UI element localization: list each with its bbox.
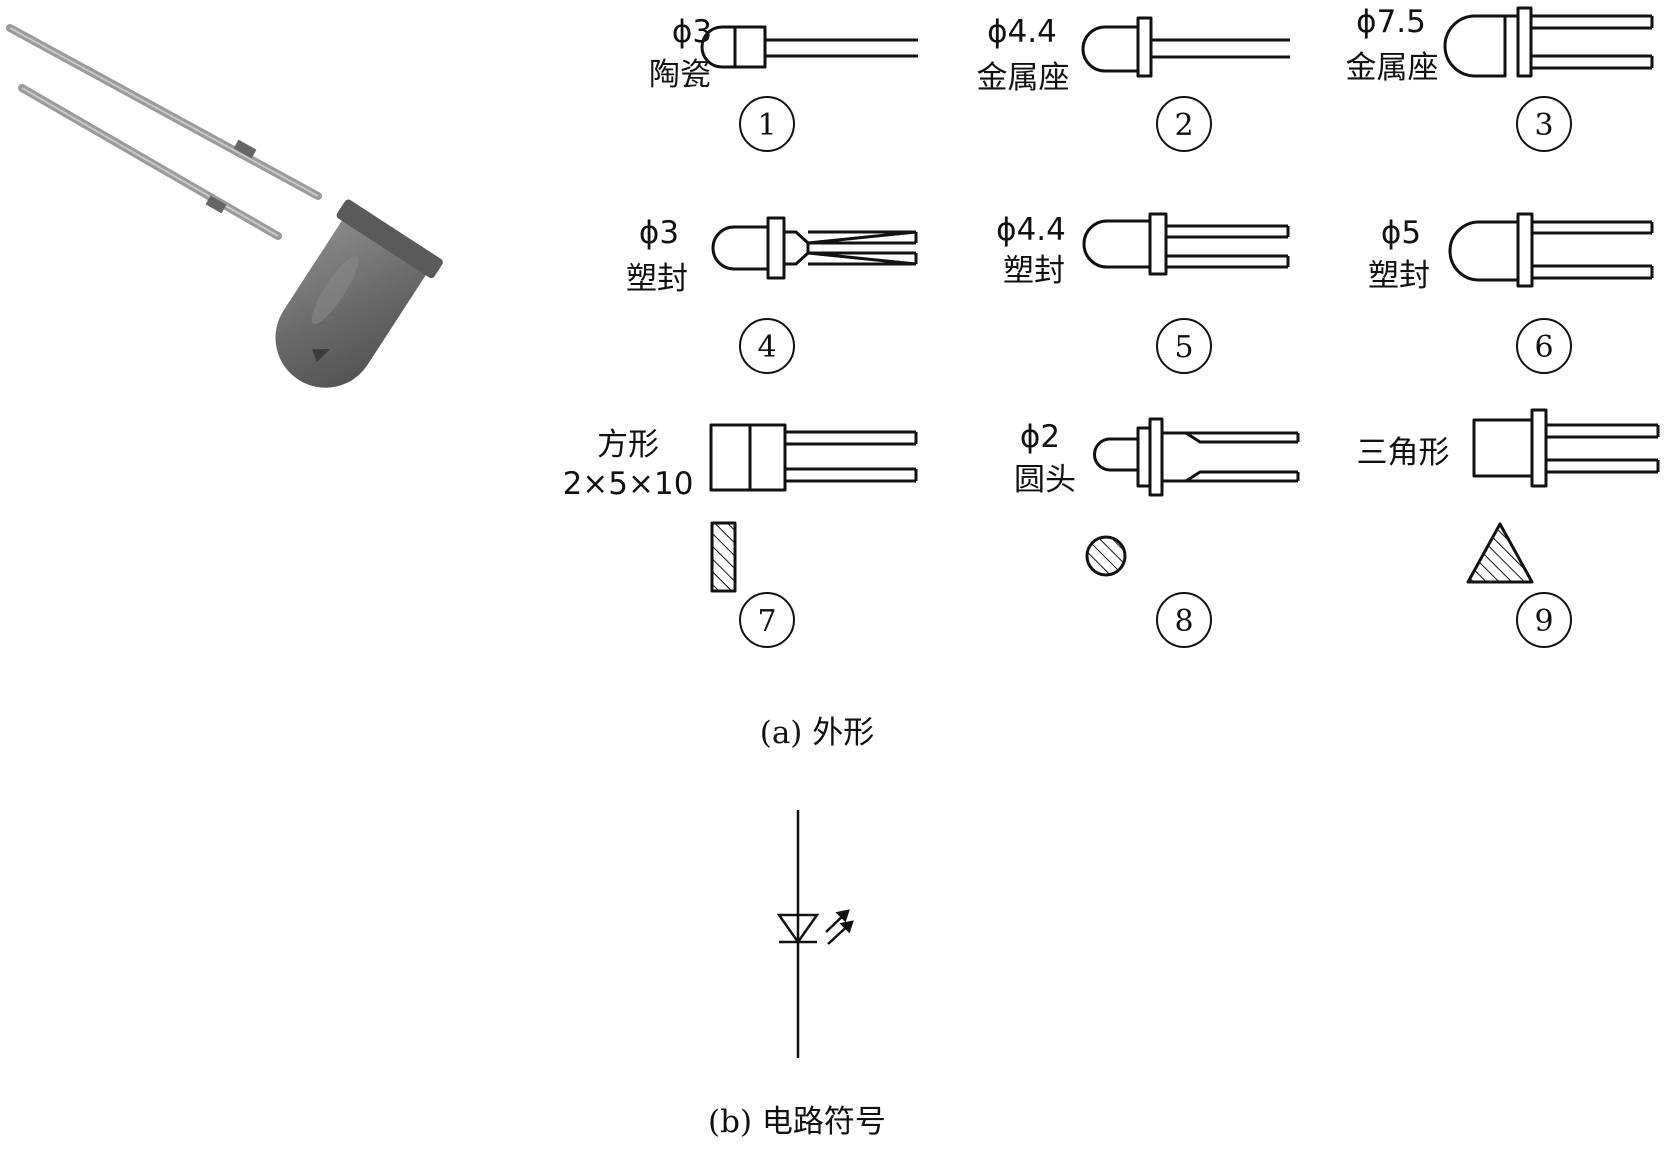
package-number-1: 1 [757,108,776,143]
package-number-circle-5 [1156,318,1212,374]
package-dim-label-4: ϕ3 [639,215,679,251]
package-type-label-3: 金属座 [1346,50,1439,86]
infrared-led-photo [6,24,443,388]
package-drawing-2 [1081,16,1290,78]
package-dim-label-2: ϕ4.4 [987,14,1057,50]
package-type-label-8: 圆头 [1014,462,1076,498]
package-drawing-6 [1448,212,1654,288]
package-drawing-8 [1093,417,1300,497]
cross-section-circle [1085,535,1127,577]
cross-section-triangle [1466,522,1534,584]
package-number-circle-3 [1516,96,1572,152]
package-type-label-1: 陶瓷 [649,57,711,93]
package-number-circle-9 [1516,592,1572,648]
package-type-label-6: 塑封 [1368,258,1430,294]
package-number-circle-4 [739,318,795,374]
package-number-3: 3 [1534,108,1553,143]
package-number-circle-1 [739,96,795,152]
package-number-circle-2 [1156,96,1212,152]
package-number-4: 4 [757,330,776,365]
package-number-circle-7 [739,592,795,648]
package-number-circle-6 [1516,318,1572,374]
photodiode-symbol-icon [776,810,854,1058]
package-dim-label-8: ϕ2 [1020,419,1060,455]
package-dim-label-7: 2×5×10 [563,466,694,502]
led-photo-leads [6,24,322,240]
package-drawing-5 [1082,212,1290,276]
package-drawing-9 [1472,408,1660,488]
package-type-label-7: 方形 [597,427,659,463]
package-dim-label-1: ϕ3 [672,14,712,50]
package-type-label-4: 塑封 [626,261,688,297]
package-dim-label-6: ϕ5 [1381,215,1421,251]
package-number-7: 7 [757,604,776,639]
package-type-label-5: 塑封 [1003,253,1065,289]
caption-circuit-symbol: (b) 电路符号 [708,1104,886,1140]
caption-appearance: (a) 外形 [760,715,875,751]
package-drawing-3 [1443,6,1654,78]
package-number-circle-8 [1156,592,1212,648]
package-dim-label-3: ϕ7.5 [1356,4,1426,40]
package-drawing-1 [700,25,918,69]
package-number-5: 5 [1174,330,1193,365]
package-drawing-7 [709,423,918,492]
package-type-label-9: 三角形 [1357,435,1450,471]
package-number-8: 8 [1174,604,1193,639]
led-photo-body [275,199,443,388]
package-number-6: 6 [1534,330,1553,365]
package-number-9: 9 [1534,604,1553,639]
cross-section-rectangle [710,521,737,593]
package-type-label-2: 金属座 [977,60,1070,96]
package-drawing-4 [711,216,918,280]
package-dim-label-5: ϕ4.4 [996,212,1066,248]
package-number-2: 2 [1174,108,1193,143]
